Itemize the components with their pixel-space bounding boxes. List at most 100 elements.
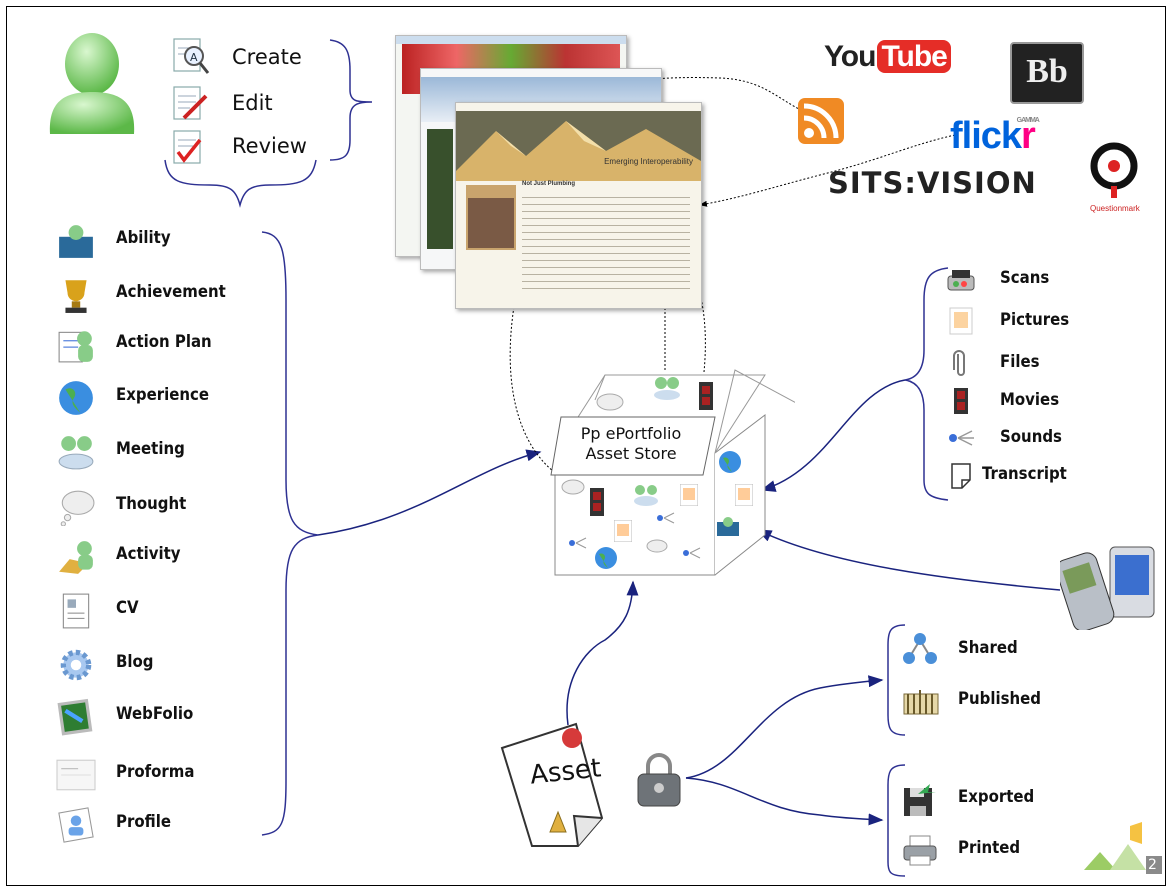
transcript-icon: [951, 463, 971, 489]
cv-icon: [62, 593, 90, 629]
store-label-card: [550, 416, 716, 476]
asset-to-store-arrow: [566, 580, 639, 726]
screenshot-heading: Not Just Plumbing: [522, 181, 575, 187]
media-type-label: Scans: [1000, 268, 1050, 288]
flickr-gamma-tag: GAMMA: [1016, 117, 1040, 124]
workflow-brace: [164, 159, 317, 208]
achievement-icon: [65, 280, 87, 313]
create-icon: A: [173, 38, 210, 74]
youtube-you: You: [824, 40, 876, 73]
pictures-icon: [949, 307, 973, 335]
sits-vision-logo: SITS:VISION: [828, 166, 1037, 200]
picture-icon: [680, 484, 698, 506]
exported-bracket: [887, 764, 906, 877]
profile-icon: [58, 807, 94, 843]
thought-icon: [60, 490, 95, 526]
asset-type-label: Action Plan: [116, 332, 212, 352]
scans-icon: [947, 270, 975, 291]
action-plan-icon: [58, 331, 93, 363]
blog-icon: [60, 649, 92, 681]
webfolio-icon: [57, 698, 93, 736]
printed-label: Printed: [958, 838, 1021, 858]
asset-type-label: Achievement: [116, 282, 226, 302]
store-label-line2: Asset Store: [585, 444, 677, 463]
media-bracket: [904, 267, 949, 501]
questionmark-logo: [1090, 142, 1138, 198]
experience-icon: [59, 381, 93, 415]
blackboard-logo: Bb: [1010, 42, 1084, 104]
slide-number: 2: [1148, 857, 1157, 873]
asset-note-icon: [500, 722, 604, 847]
store-label: Pp ePortfolio Asset Store: [560, 424, 702, 464]
lock-icon: [637, 753, 681, 807]
screenshot-title: Emerging Interoperability: [604, 157, 693, 166]
asset-type-label: Experience: [116, 385, 210, 405]
asset-type-label: Meeting: [116, 439, 185, 459]
review-icon: [173, 130, 202, 164]
thought-icon-3: [646, 539, 668, 553]
activity-icon: [59, 541, 93, 574]
shared-icon: [903, 633, 937, 664]
asset-type-label: Proforma: [116, 762, 195, 782]
proforma-icon: [56, 759, 96, 791]
screenshot-front: Emerging Interoperability Not Just Plumb…: [455, 102, 702, 309]
asset-type-label: Thought: [116, 494, 187, 514]
flickr-text: flick: [950, 115, 1022, 157]
media-type-label: Sounds: [1000, 427, 1062, 447]
globe-icon-2: [595, 547, 617, 569]
screenshot-body-text: [522, 193, 690, 293]
edit-label: Edit: [232, 91, 273, 115]
picture-icon-2: [735, 484, 753, 506]
shared-label: Shared: [958, 638, 1018, 658]
svg-text:A: A: [190, 51, 198, 64]
meeting-icon: [58, 436, 94, 470]
lock-to-exported-arrow: [685, 777, 884, 826]
slide-nav-icon[interactable]: [1080, 822, 1164, 878]
asset-type-label: Activity: [116, 544, 181, 564]
flickr-r: r: [1021, 115, 1036, 157]
rss-icon: [798, 98, 844, 144]
published-label: Published: [958, 689, 1041, 709]
movies-icon: [954, 388, 968, 414]
ability-icon: [59, 225, 93, 258]
media-type-label: Pictures: [1000, 310, 1070, 330]
asset-type-label: WebFolio: [116, 704, 194, 724]
movie-icon: [699, 382, 713, 410]
meeting-icon: [654, 377, 680, 400]
sounds-icon: [949, 430, 974, 446]
asset-type-label: Ability: [116, 228, 171, 248]
exported-label: Exported: [958, 787, 1035, 807]
mountain-banner: [456, 111, 701, 181]
store-label-line1: Pp ePortfolio: [580, 424, 682, 443]
meeting-icon-2: [634, 485, 658, 506]
globe-icon: [719, 451, 741, 473]
ability-icon-small: [717, 517, 739, 536]
media-type-label: Files: [1000, 352, 1040, 372]
picture-icon-3: [614, 520, 632, 542]
create-label: Create: [232, 45, 302, 69]
sound-icon-2: [569, 537, 587, 549]
edit-icon: [173, 86, 208, 120]
flickr-logo: flickr GAMMA: [950, 115, 1040, 158]
screenshot-middle-photo: [427, 129, 453, 249]
media-type-label: Transcript: [982, 464, 1067, 484]
shared-bracket: [887, 624, 906, 736]
user-avatar-icon: [49, 33, 135, 134]
exported-icon: [904, 784, 936, 816]
media-type-label: Movies: [1000, 390, 1060, 410]
printed-icon: [903, 835, 937, 866]
asset-type-label: Blog: [116, 652, 154, 672]
asset-type-label: Profile: [116, 812, 171, 832]
questionmark-text: Questionmark: [1090, 204, 1140, 213]
review-label: Review: [232, 134, 307, 158]
thought-icon-2: [561, 479, 585, 495]
youtube-tube: Tube: [877, 40, 951, 73]
mobile-to-store-arrow: [756, 529, 1061, 591]
files-icon: [953, 350, 965, 376]
sound-icon: [657, 512, 675, 524]
asset-types-to-store-arrow: [317, 449, 542, 536]
mobile-devices-icon: [1060, 546, 1155, 630]
asset-types-bracket: [261, 231, 319, 836]
